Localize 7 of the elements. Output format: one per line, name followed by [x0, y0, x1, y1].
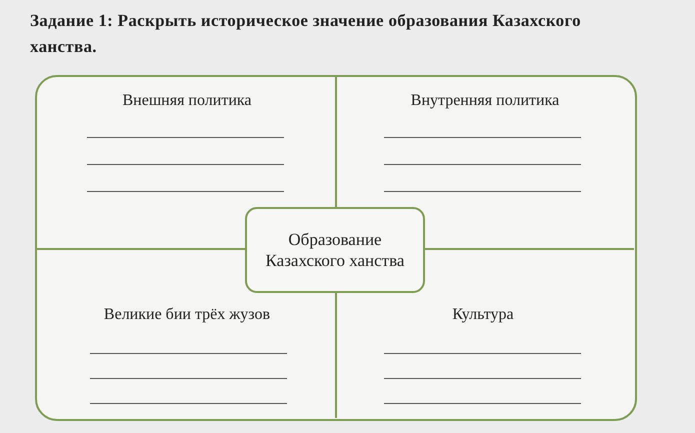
- task-title: Задание 1: Раскрыть историческое значение образования Казахского ханства.: [30, 10, 582, 58]
- section-heading: Культура: [452, 306, 514, 324]
- section-heading: Великие бии трёх жузов: [104, 306, 270, 324]
- section-heading: Внутренняя политика: [410, 92, 560, 110]
- central-box: Образование Казахского ханства: [245, 207, 425, 293]
- table-frame: [35, 75, 637, 421]
- section-heading: Внешняя политика: [122, 92, 252, 110]
